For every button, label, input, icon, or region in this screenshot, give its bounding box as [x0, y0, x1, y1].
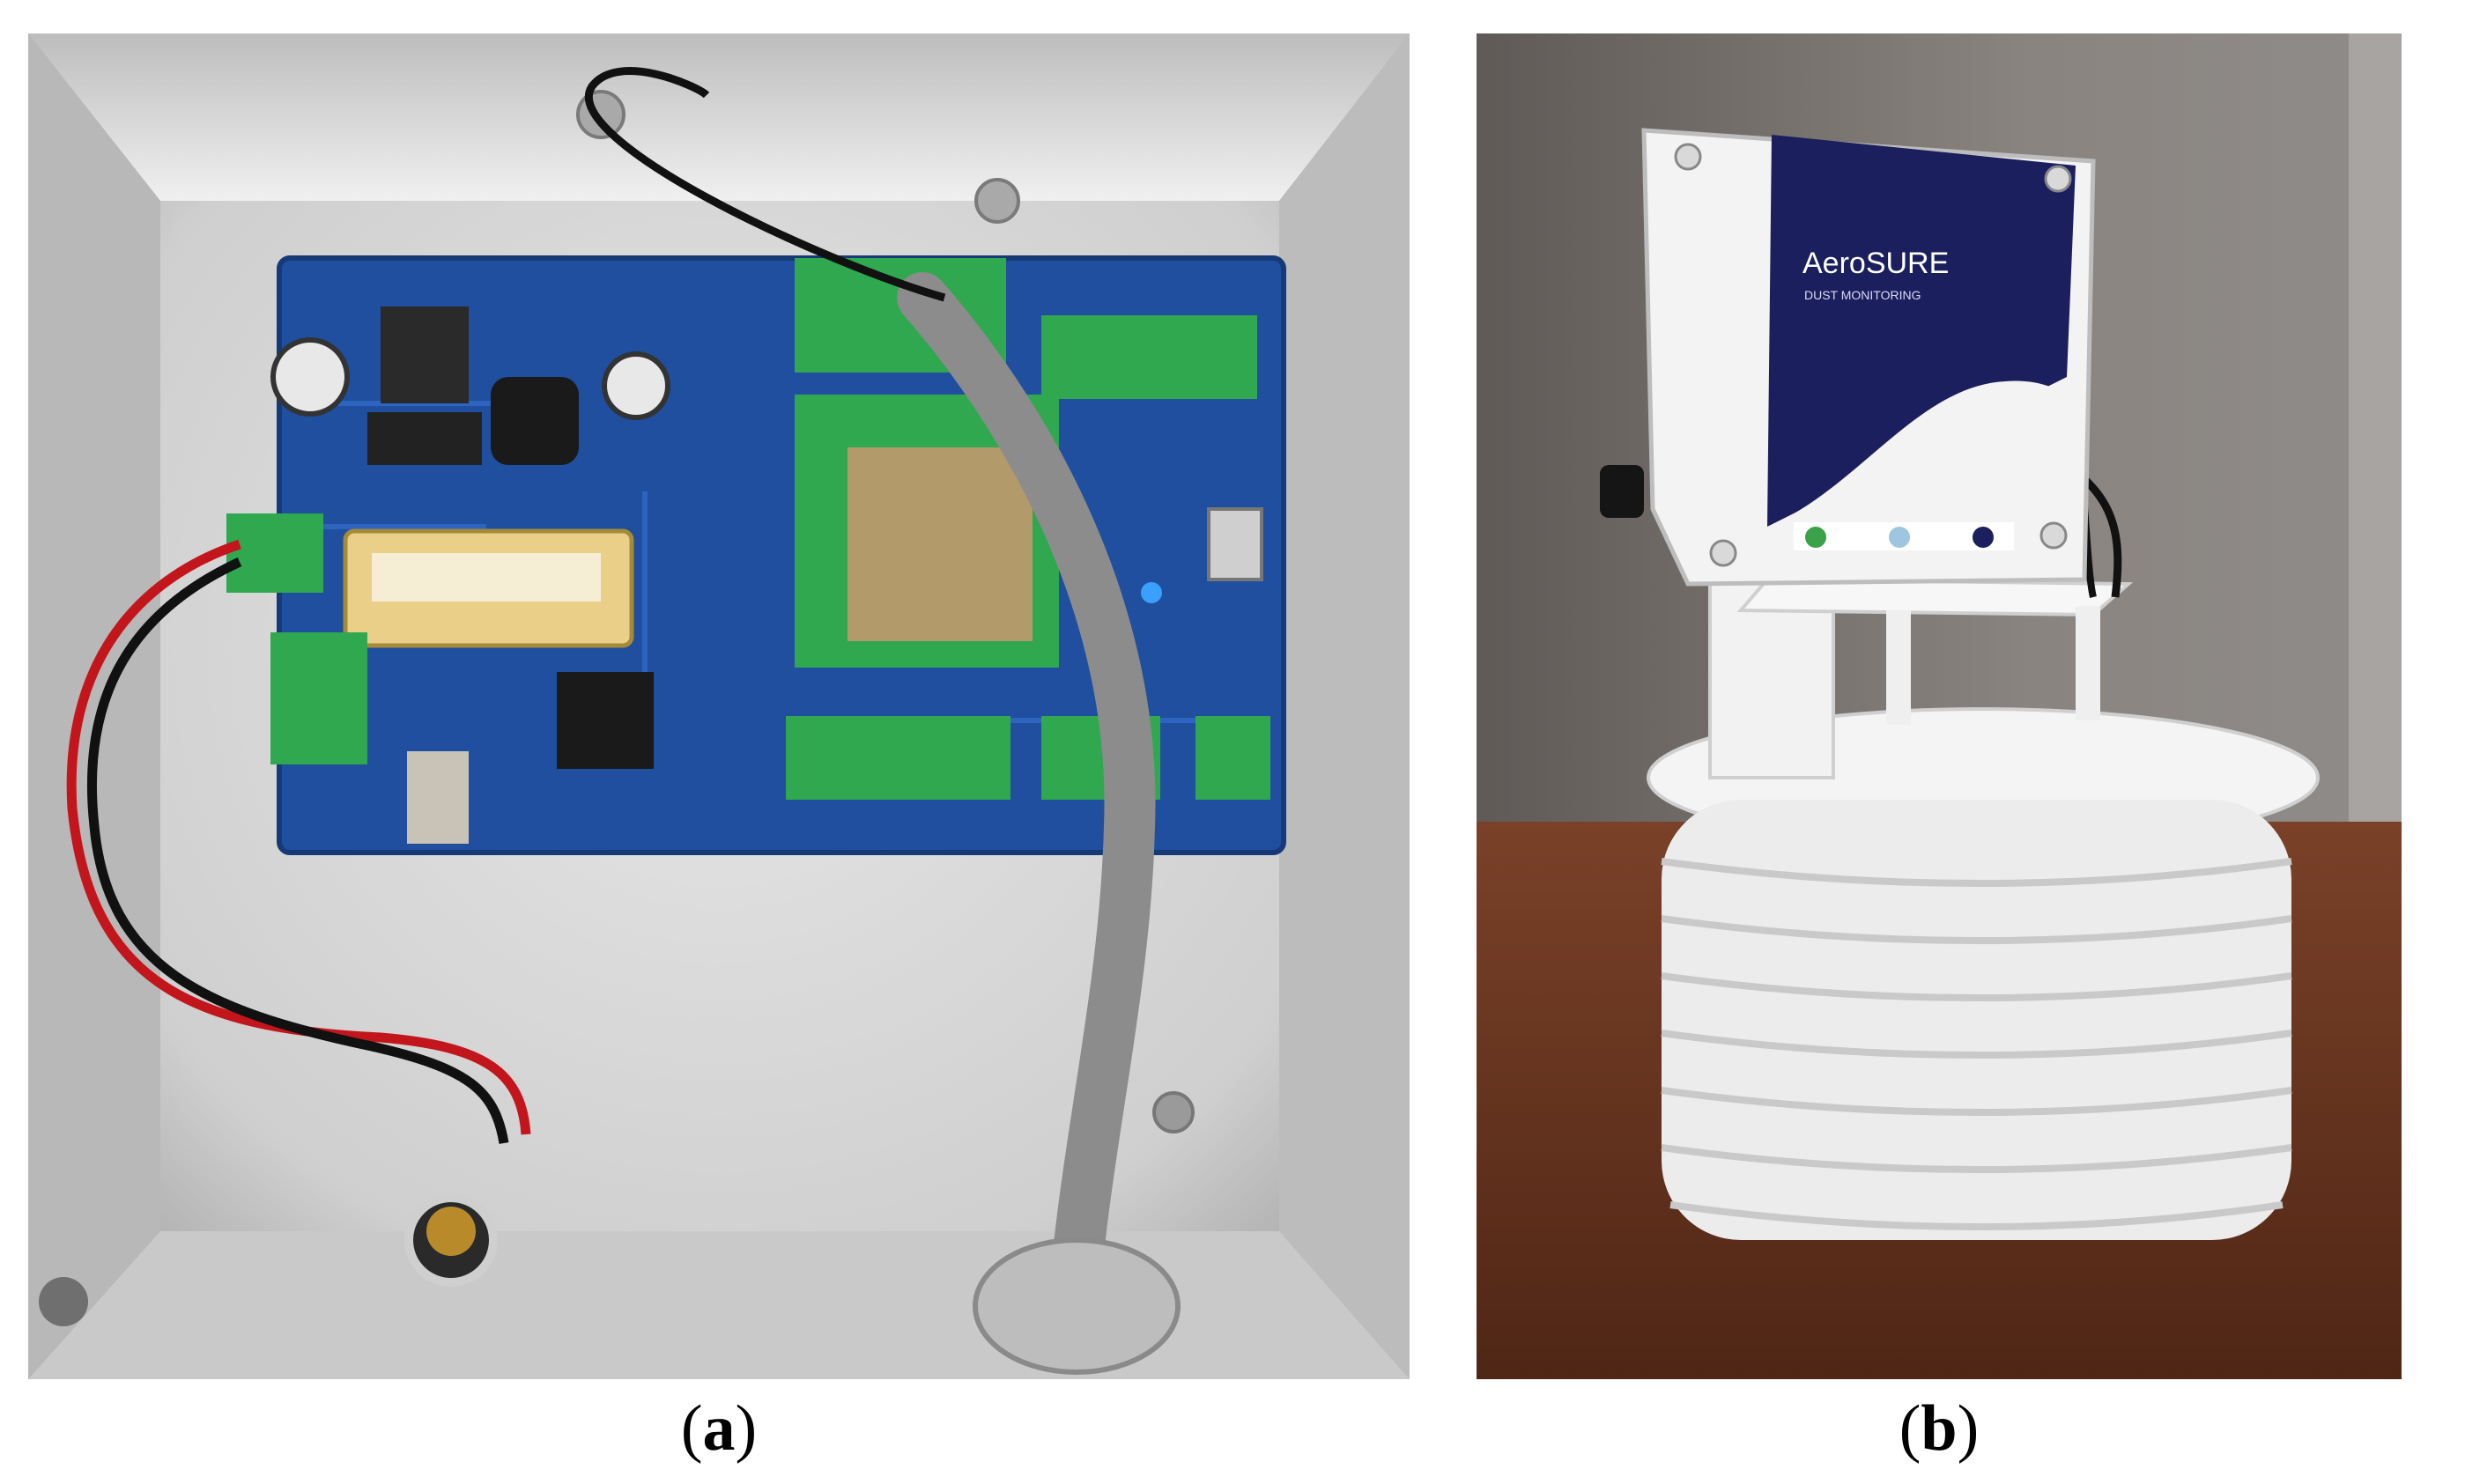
- screw: [39, 1277, 88, 1326]
- brand-name: AeroSURE: [1802, 247, 1949, 280]
- terminal-block: [1195, 716, 1270, 800]
- inductor: [491, 377, 579, 465]
- black-wire: [585, 67, 946, 302]
- red-wire: [66, 539, 531, 1135]
- cable-gland: [1600, 465, 1644, 518]
- screw: [1152, 1091, 1195, 1133]
- capacitor: [602, 351, 670, 420]
- radiation-shield: [1647, 707, 2320, 1240]
- terminal-block: [270, 632, 367, 764]
- black-wire: [86, 557, 509, 1144]
- caption-b: (b): [1899, 1392, 1980, 1465]
- screw: [576, 90, 626, 139]
- photo-panel-b: AeroSURE DUST MONITORING: [1477, 33, 2402, 1379]
- brand-subtitle: DUST MONITORING: [1804, 288, 1921, 302]
- terminal-block: [786, 716, 1010, 800]
- caption-letter: b: [1921, 1392, 1958, 1465]
- capacitor: [270, 337, 350, 417]
- gray-cable: [897, 272, 1156, 1354]
- caption-a: (a): [680, 1392, 758, 1465]
- cable-gland: [973, 1237, 1181, 1375]
- regulator-chip: [381, 306, 469, 403]
- caption-letter: a: [702, 1392, 736, 1465]
- terminal-block: [1041, 315, 1257, 399]
- monitor-enclosure: AeroSURE DUST MONITORING: [1600, 128, 2096, 587]
- usb-port: [1207, 507, 1263, 581]
- photo-panel-a: [28, 33, 1410, 1379]
- circuit-board-photo: [28, 33, 1410, 1379]
- dust-monitor-photo: AeroSURE DUST MONITORING: [1477, 33, 2402, 1379]
- screw: [974, 178, 1020, 224]
- power-terminal: [226, 513, 323, 593]
